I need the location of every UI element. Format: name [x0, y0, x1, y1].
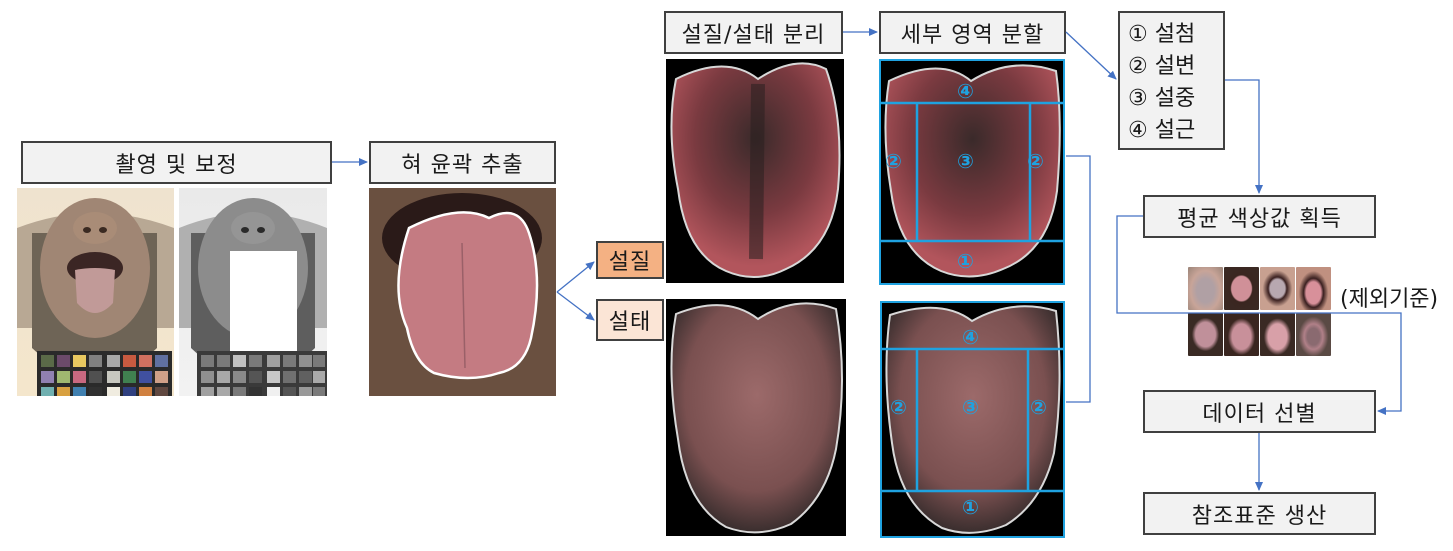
region-marker-tip: ① — [962, 495, 979, 519]
exclusion-thumb-3 — [1260, 267, 1295, 310]
legend-item-center: ③ 설중 — [1128, 86, 1196, 111]
exclusion-thumb-8 — [1296, 313, 1331, 356]
exclusion-thumb-7 — [1260, 313, 1295, 356]
step-separation-box: 설질/설태 분리 — [664, 11, 843, 54]
branch-tongue-body-box: 설질 — [596, 241, 664, 279]
step-data-selection-box: 데이터 선별 — [1143, 390, 1376, 433]
segmented-tongue-coating-image: ④ ② ③ ② ① — [880, 301, 1065, 538]
exclusion-thumb-6 — [1224, 313, 1259, 356]
exclusion-thumb-5 — [1188, 313, 1223, 356]
region-marker-edge-left: ② — [885, 149, 902, 173]
segmented-tongue-body-image: ④ ② ③ ② ① — [879, 59, 1065, 285]
step-segmentation-label: 세부 영역 분할 — [900, 22, 1045, 48]
step-reference-standard-label: 참조표준 생산 — [1191, 503, 1328, 529]
branch-tongue-coating-box: 설태 — [596, 299, 664, 341]
capture-grayscale-photo — [179, 188, 327, 396]
region-marker-tip: ① — [957, 249, 974, 273]
legend-item-tip: ① 설첨 — [1128, 22, 1196, 47]
step-capture-box: 촬영 및 보정 — [21, 141, 332, 184]
region-marker-root: ④ — [957, 79, 974, 103]
step-contour-label: 혀 윤곽 추출 — [401, 152, 524, 178]
branch-tongue-body-label: 설질 — [608, 250, 652, 275]
step-reference-standard-box: 참조표준 생산 — [1143, 492, 1376, 535]
exclusion-thumb-1 — [1188, 267, 1223, 310]
contour-tongue-photo — [369, 188, 556, 396]
region-marker-edge-left: ② — [890, 395, 907, 419]
separated-tongue-coating-image — [666, 299, 846, 536]
legend-item-root: ④ 설근 — [1128, 118, 1196, 143]
region-marker-center: ③ — [962, 395, 979, 419]
capture-color-photo — [17, 188, 174, 396]
regions-legend-box: ① 설첨 ② 설변 ③ 설중 ④ 설근 — [1118, 11, 1225, 150]
step-separation-label: 설질/설태 분리 — [681, 22, 826, 48]
region-marker-edge-right: ② — [1030, 395, 1047, 419]
exclusion-thumb-2 — [1224, 267, 1259, 310]
step-segmentation-box: 세부 영역 분할 — [879, 11, 1066, 54]
region-marker-edge-right: ② — [1027, 149, 1044, 173]
step-mean-color-box: 평균 색상값 획득 — [1143, 195, 1376, 238]
step-data-selection-label: 데이터 선별 — [1202, 401, 1317, 427]
region-marker-root: ④ — [962, 325, 979, 349]
step-contour-box: 혀 윤곽 추출 — [369, 141, 556, 184]
exclusion-criteria-label: (제외기준) — [1340, 287, 1439, 312]
legend-item-edge: ② 설변 — [1128, 54, 1196, 79]
separated-tongue-body-image — [666, 59, 844, 283]
exclusion-thumb-4 — [1296, 267, 1331, 310]
region-marker-center: ③ — [957, 149, 974, 173]
step-capture-label: 촬영 및 보정 — [115, 152, 238, 178]
step-mean-color-label: 평균 색상값 획득 — [1177, 206, 1342, 232]
branch-tongue-coating-label: 설태 — [608, 310, 652, 335]
